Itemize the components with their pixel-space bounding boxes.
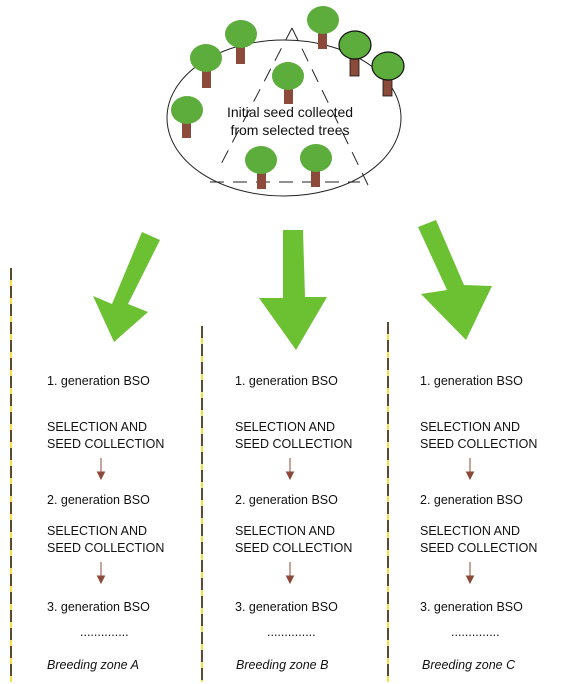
zone-c-step1-line1: SELECTION AND (420, 420, 521, 434)
big-arrow-to-zone-c (418, 220, 492, 340)
zone-a-gen1: 1. generation BSO (47, 374, 150, 388)
zone-b-step1-line1: SELECTION AND (235, 420, 336, 434)
zone-b-step1-line2: SEED COLLECTION (235, 437, 353, 451)
tree (245, 146, 277, 189)
zone-b-ellipsis: .............. (267, 625, 316, 639)
big-arrow-to-zone-a (93, 232, 160, 342)
tree (300, 144, 332, 187)
caption-line-2: from selected trees (230, 122, 350, 139)
tree-highlighted (371, 51, 405, 97)
zone-a-gen3: 3. generation BSO (47, 600, 150, 614)
tree (225, 20, 257, 64)
zone-a-step2-line2: SEED COLLECTION (47, 541, 165, 555)
tree (272, 62, 304, 104)
zone-b-name: Breeding zone B (236, 658, 329, 672)
zone-b-gen2: 2. generation BSO (235, 493, 338, 507)
small-arrow (96, 458, 106, 481)
big-arrow-to-zone-b (259, 230, 327, 350)
zone-b-step2-line2: SEED COLLECTION (235, 541, 353, 555)
tree (171, 96, 203, 138)
zone-a-step1-line2: SEED COLLECTION (47, 437, 165, 451)
small-arrow (285, 562, 295, 585)
tree-highlighted (338, 30, 372, 77)
tree (190, 44, 222, 88)
zone-c-step2-line2: SEED COLLECTION (420, 541, 538, 555)
zone-a-gen2: 2. generation BSO (47, 493, 150, 507)
tree (307, 6, 339, 49)
zone-a-name: Breeding zone A (47, 658, 139, 672)
small-arrow (465, 458, 475, 481)
zone-a-step1-line1: SELECTION AND (47, 420, 148, 434)
zone-c-gen2: 2. generation BSO (420, 493, 523, 507)
zone-c-step1-line2: SEED COLLECTION (420, 437, 538, 451)
zone-c-ellipsis: .............. (451, 625, 500, 639)
small-arrow (465, 562, 475, 585)
zone-c-name: Breeding zone C (422, 658, 516, 672)
zone-b-gen3: 3. generation BSO (235, 600, 338, 614)
small-arrow (96, 562, 106, 585)
zone-b-step2-line1: SELECTION AND (235, 524, 336, 538)
population-ellipse (166, 39, 402, 197)
zone-a-step2-line1: SELECTION AND (47, 524, 148, 538)
initial-seed-caption: Initial seed collected from selected tre… (200, 103, 380, 139)
caption-line-1: Initial seed collected (226, 104, 354, 120)
zone-c-gen3: 3. generation BSO (420, 600, 523, 614)
zone-c-step2-line1: SELECTION AND (420, 524, 521, 538)
dashed-triangle (210, 27, 369, 186)
zone-a-ellipsis: .............. (80, 625, 129, 639)
small-arrow (285, 458, 295, 481)
zone-b-gen1: 1. generation BSO (235, 374, 338, 388)
zone-c-gen1: 1. generation BSO (420, 374, 523, 388)
